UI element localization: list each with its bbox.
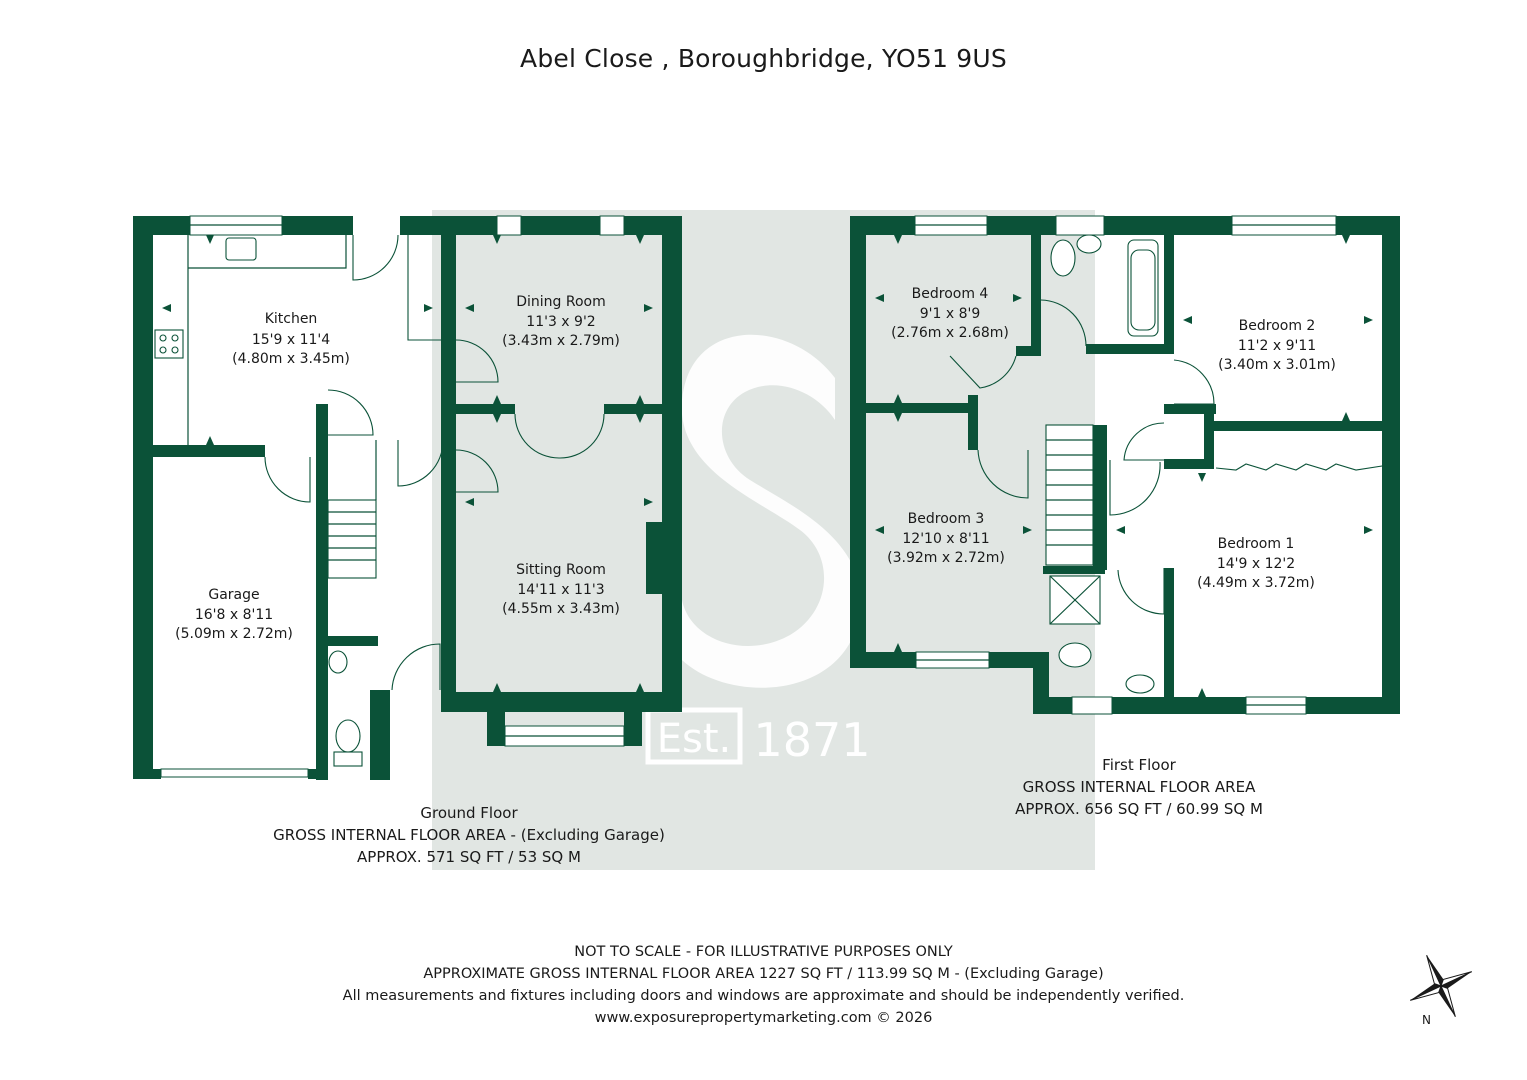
room-metric: (4.49m x 3.72m) [1197,575,1315,591]
page-title: Abel Close , Boroughbridge, YO51 9US [520,44,1007,73]
room-metric: (2.76m x 2.68m) [891,325,1009,341]
room-imperial: 9'1 x 8'9 [920,306,981,322]
room-metric: (5.09m x 2.72m) [175,626,293,642]
room-label-bedroom4: Bedroom 4 9'1 x 8'9 (2.76m x 2.68m) [891,286,1009,341]
footer-line-area: APPROXIMATE GROSS INTERNAL FLOOR AREA 12… [423,966,1104,982]
room-label-bedroom3: Bedroom 3 12'10 x 8'11 (3.92m x 2.72m) [887,511,1005,566]
room-metric: (4.80m x 3.45m) [232,351,350,367]
footer-notes: NOT TO SCALE - FOR ILLUSTRATIVE PURPOSES… [0,941,1527,1029]
ground-floor-plan [133,215,682,780]
room-imperial: 11'3 x 9'2 [526,314,595,330]
room-metric: (3.40m x 3.01m) [1218,357,1336,373]
watermark-est-box [645,707,743,765]
room-label-garage: Garage 16'8 x 8'11 (5.09m x 2.72m) [175,587,293,642]
first-stairs [1045,424,1094,566]
footer-line-disclaimer: All measurements and fixtures including … [342,988,1185,1004]
watermark: Est. 1871 [432,210,1095,870]
ground-floor-name: Ground Floor [420,804,518,822]
room-name: Dining Room [516,294,606,310]
room-imperial: 16'8 x 8'11 [195,607,273,623]
room-name: Bedroom 4 [912,286,989,302]
ground-floor-area-label: GROSS INTERNAL FLOOR AREA - (Excluding G… [273,826,665,844]
first-floor-caption: First Floor GROSS INTERNAL FLOOR AREA AP… [1015,756,1263,818]
watermark-panel [432,210,1095,870]
footer-line-website: www.exposurepropertymarketing.com © 2026 [594,1010,933,1026]
watermark-est-text: Est. [657,716,732,762]
room-metric: (3.43m x 2.79m) [502,333,620,349]
room-name: Bedroom 3 [908,511,985,527]
room-label-kitchen: Kitchen 15'9 x 11'4 (4.80m x 3.45m) [232,311,350,367]
room-label-bedroom2: Bedroom 2 11'2 x 9'11 (3.40m x 3.01m) [1218,318,1336,373]
room-imperial: 14'11 x 11'3 [517,582,604,598]
first-floor-name: First Floor [1102,756,1176,774]
compass-icon [1409,954,1473,1018]
room-imperial: 12'10 x 8'11 [902,531,989,547]
room-name: Garage [208,587,259,603]
room-label-sitting: Sitting Room 14'11 x 11'3 (4.55m x 3.43m… [502,562,620,617]
compass-label: N [1422,1013,1431,1027]
ground-floor-area-value: APPROX. 571 SQ FT / 53 SQ M [357,848,581,866]
watermark-s-logo [681,334,861,688]
room-name: Bedroom 2 [1239,318,1316,334]
room-imperial: 14'9 x 12'2 [1217,556,1295,572]
first-floor-area-value: APPROX. 656 SQ FT / 60.99 SQ M [1015,800,1263,818]
room-imperial: 15'9 x 11'4 [252,332,330,348]
room-name: Kitchen [265,311,318,327]
first-floor-plan [850,215,1400,715]
room-label-dining: Dining Room 11'3 x 9'2 (3.43m x 2.79m) [502,294,620,349]
ground-floor-caption: Ground Floor GROSS INTERNAL FLOOR AREA -… [273,804,665,866]
ground-stairs [327,440,377,579]
footer-line-scale: NOT TO SCALE - FOR ILLUSTRATIVE PURPOSES… [574,944,953,960]
watermark-year-text: 1871 [753,713,870,767]
room-label-bedroom1: Bedroom 1 14'9 x 12'2 (4.49m x 3.72m) [1197,536,1315,591]
room-metric: (3.92m x 2.72m) [887,550,1005,566]
first-floor-area-label: GROSS INTERNAL FLOOR AREA [1023,778,1256,796]
room-imperial: 11'2 x 9'11 [1238,338,1316,354]
room-name: Bedroom 1 [1218,536,1295,552]
room-name: Sitting Room [516,562,606,578]
room-metric: (4.55m x 3.43m) [502,601,620,617]
